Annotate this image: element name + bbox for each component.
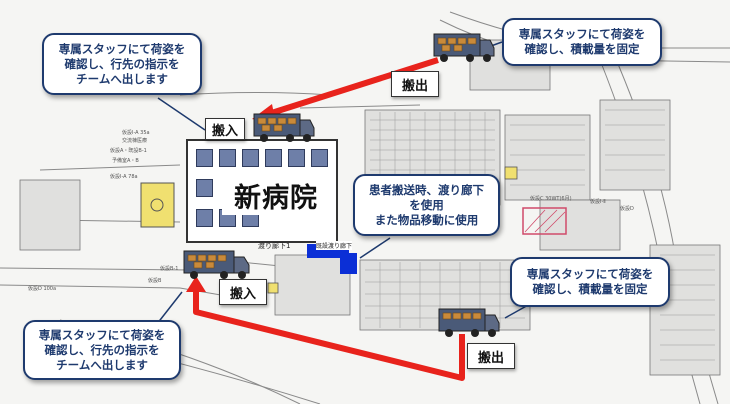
- in-label-top: 搬入: [205, 118, 245, 140]
- red-arrowhead-bottom: [186, 276, 206, 292]
- hospital-name: 新病院: [222, 176, 330, 215]
- svg-text:仮設A・既設B-1: 仮設A・既設B-1: [110, 147, 147, 154]
- red-hatched-area: [522, 207, 567, 235]
- truck-icon: [433, 33, 495, 62]
- callout-bottom-right: 専属スタッフにて荷姿を 確認し、積載量を固定: [510, 257, 670, 307]
- corridor-label: 渡り廊下1: [258, 242, 291, 250]
- in-label-bottom: 搬入: [219, 279, 267, 305]
- svg-text:交流棟医療: 交流棟医療: [122, 137, 147, 144]
- svg-text:仮設B: 仮設B: [148, 277, 162, 284]
- svg-text:仮設Ⅰ-A 35a: 仮設Ⅰ-A 35a: [122, 129, 150, 136]
- callout-top-right: 専属スタッフにて荷姿を 確認し、積載量を固定: [502, 18, 662, 66]
- red-route-arrow-top: [261, 57, 439, 119]
- existing-corridor-label: 既設渡り廊下: [316, 241, 353, 250]
- truck-icon: [183, 250, 250, 279]
- callout-bottom-left: 専属スタッフにて荷姿を 確認し、行先の指示を チームへ出します: [23, 320, 181, 380]
- svg-text:仮設Ⅰ-Ⅱ: 仮設Ⅰ-Ⅱ: [590, 198, 606, 205]
- svg-text:仮設D 100a: 仮設D 100a: [28, 285, 56, 292]
- blue-corridor: [307, 244, 357, 274]
- svg-text:仮設Ⅰ-A 78a: 仮設Ⅰ-A 78a: [110, 173, 138, 180]
- red-route-arrow-bottom: [193, 288, 465, 381]
- truck-icon: [253, 113, 315, 142]
- svg-text:仮設D: 仮設D: [620, 205, 634, 212]
- svg-text:仮設C 30WT(6月): 仮設C 30WT(6月): [530, 195, 572, 202]
- yellow-marked-area: [140, 182, 175, 228]
- svg-text:仮設B-1: 仮設B-1: [160, 265, 178, 272]
- callout-center: 患者搬送時、渡り廊下 を使用 また物品移動に使用: [353, 174, 500, 236]
- svg-text:予備室A・B: 予備室A・B: [112, 157, 139, 164]
- building-blocks: [19, 39, 721, 376]
- out-label-bottom: 搬出: [467, 343, 515, 369]
- out-label-top: 搬出: [391, 71, 439, 97]
- parking-grid: [365, 109, 715, 361]
- truck-icon: [438, 308, 500, 337]
- callout-top-left: 専属スタッフにて荷姿を 確認し、行先の指示を チームへ出します: [42, 33, 202, 95]
